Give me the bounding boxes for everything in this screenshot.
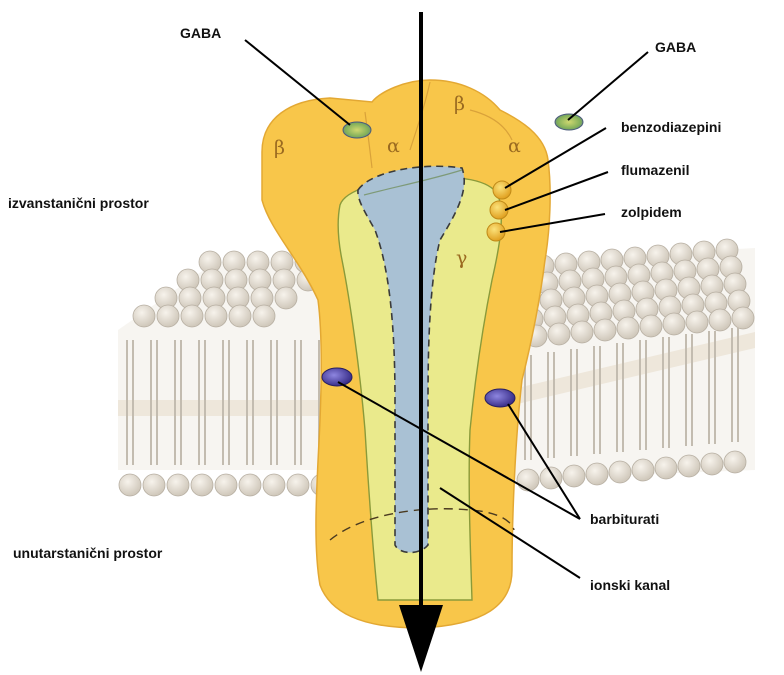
label-extracellular: izvanstanični prostor [8,195,149,211]
lipid-head [119,474,141,496]
subunit-beta-top: β [454,93,465,115]
lipid-head [663,313,685,335]
leader-gaba-right [568,52,648,120]
subunit-alpha-left: α [387,135,400,157]
subunit-gamma: γ [456,247,467,269]
lipid-head [594,319,616,341]
lipid-head [191,474,213,496]
lipid-head [732,307,754,329]
lipid-head [617,317,639,339]
lipid-head [215,474,237,496]
lipid-head [287,474,309,496]
lipid-head [181,305,203,327]
label-barbiturati: barbiturati [590,511,659,527]
lipid-head [229,305,251,327]
lipid-head [157,305,179,327]
lipid-head [632,459,654,481]
benzodiazepine-site [493,181,511,199]
lipid-head [167,474,189,496]
lipid-head [686,311,708,333]
label-ionski-kanal: ionski kanal [590,577,670,593]
label-zolpidem: zolpidem [621,204,682,220]
lipid-head [253,305,275,327]
subunit-alpha-right: α [508,135,521,157]
lipid-head [724,451,746,473]
lipid-head [263,474,285,496]
lipid-head [655,457,677,479]
gaba-binding-site-right [555,114,583,130]
label-gaba-left: GABA [180,25,221,41]
label-flumazenil: flumazenil [621,162,689,178]
lipid-head [609,461,631,483]
lipid-head [275,287,297,309]
subunit-beta-left: β [274,137,285,159]
label-benzodiazepini: benzodiazepini [621,119,721,135]
label-gaba-right: GABA [655,39,696,55]
lipid-head [563,465,585,487]
barbiturate-site-right [485,389,515,407]
gaba-binding-site-left [343,122,371,138]
lipid-head [133,305,155,327]
lipid-head [701,453,723,475]
label-intracellular: unutarstanični prostor [13,545,163,561]
membrane-left [118,251,333,496]
lipid-head [548,323,570,345]
barbiturate-site-left [322,368,352,386]
lipid-head [517,469,539,491]
lipid-head [586,463,608,485]
lipid-head [239,474,261,496]
lipid-head [678,455,700,477]
lipid-head [205,305,227,327]
lipid-head [143,474,165,496]
lipid-head [709,309,731,331]
lipid-head [640,315,662,337]
lipid-head [571,321,593,343]
